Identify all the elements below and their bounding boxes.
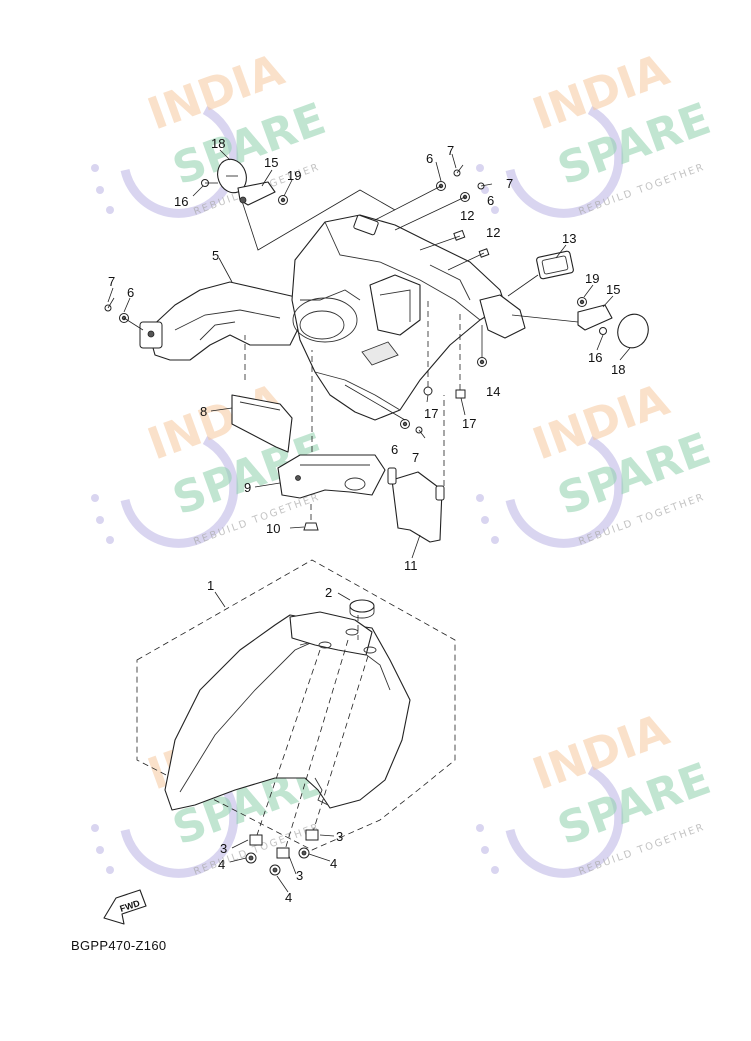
callout-15-left: 15 (264, 155, 278, 170)
callout-7-top-b: 7 (506, 176, 513, 191)
callout-3-a: 3 (220, 841, 227, 856)
part-1-fender-mount (289, 611, 373, 656)
callout-3-c: 3 (296, 868, 303, 883)
callout-1: 1 (207, 578, 214, 593)
part-14-nut[interactable] (477, 357, 487, 367)
watermark-group-6: INDIA SPARE REBUILD TOGETHER (476, 704, 717, 878)
callout-14: 14 (486, 384, 500, 399)
callout-5: 5 (212, 248, 219, 263)
callout-7-lower: 7 (412, 450, 419, 465)
callout-7-top-a: 7 (447, 143, 454, 158)
part-6-nut-lower[interactable] (400, 419, 410, 429)
callout-6-top-a: 6 (426, 151, 433, 166)
callout-6-top-b: 6 (487, 193, 494, 208)
part-5-rear-extension (479, 294, 526, 339)
watermark-group-4: INDIA SPARE REBUILD TOGETHER (476, 374, 717, 548)
part-3-collar-b[interactable] (305, 829, 319, 841)
callout-18-right: 18 (611, 362, 625, 377)
part-17-clip-b[interactable] (455, 389, 466, 399)
fwd-direction-arrow: FWD (103, 889, 147, 925)
part-7-bolt-lower[interactable] (415, 426, 426, 439)
callout-17-a: 17 (424, 406, 438, 421)
callout-2: 2 (325, 585, 332, 600)
callout-13: 13 (562, 231, 576, 246)
part-2-rubber-pad[interactable] (349, 599, 375, 619)
callout-9: 9 (244, 480, 251, 495)
part-11-mud-flap[interactable] (391, 471, 443, 543)
part-13-reflector-plate[interactable] (536, 250, 574, 280)
part-10-clip[interactable] (303, 522, 319, 531)
part-7-bolt-top-a[interactable] (453, 164, 464, 177)
wrench-icon (120, 106, 239, 218)
callout-12-a: 12 (460, 208, 474, 223)
callout-6-left: 6 (127, 285, 134, 300)
wrench-icon (505, 436, 624, 548)
part-7-bolt-top-b[interactable] (477, 182, 493, 190)
callout-19-left: 19 (287, 168, 301, 183)
part-3-collar-c[interactable] (276, 847, 290, 859)
watermark-group-2: INDIA SPARE REBUILD TOGETHER (476, 44, 717, 218)
callout-6-lower: 6 (391, 442, 398, 457)
callout-16-right: 16 (588, 350, 602, 365)
callout-4-c: 4 (285, 890, 292, 905)
part-15-reflector-bracket-right[interactable] (577, 304, 613, 331)
callout-4-b: 4 (330, 856, 337, 871)
wrench-icon (120, 436, 239, 548)
part-4-bolt-c[interactable] (269, 864, 281, 876)
part-19-nut-right[interactable] (577, 297, 587, 307)
callout-19-right: 19 (585, 271, 599, 286)
part-19-nut-left[interactable] (278, 195, 288, 205)
part-5-inner-fender[interactable] (147, 281, 306, 361)
callout-15-right: 15 (606, 282, 620, 297)
callout-8: 8 (200, 404, 207, 419)
wrench-icon (505, 766, 624, 878)
part-5-inner-pocket (369, 274, 421, 336)
callout-18-left: 18 (211, 136, 225, 151)
part-1-front-fender[interactable] (164, 614, 411, 811)
part-15-reflector-bracket-left[interactable] (237, 181, 276, 206)
part-17-clip-a[interactable] (423, 386, 433, 396)
part-4-bolt-b[interactable] (298, 847, 310, 859)
callout-11: 11 (404, 558, 418, 573)
watermark-group-1: INDIA SPARE REBUILD TOGETHER (91, 44, 332, 218)
part-18-reflector-right[interactable] (613, 310, 653, 352)
callout-12-b: 12 (486, 225, 500, 240)
callout-3-b: 3 (336, 829, 343, 844)
part-3-collar-a[interactable] (249, 834, 263, 846)
wrench-icon (505, 106, 624, 218)
part-1-assembly-boundary (136, 559, 456, 851)
callout-7-left: 7 (108, 274, 115, 289)
part-4-bolt-a[interactable] (245, 852, 257, 864)
part-7-bolt-left[interactable] (104, 297, 115, 312)
callout-10: 10 (266, 521, 280, 536)
diagram-code: BGPP470-Z160 (71, 938, 167, 953)
part-16-screw-right[interactable] (599, 327, 607, 335)
callout-16-left: 16 (174, 194, 188, 209)
part-12-clip-a[interactable] (453, 229, 466, 241)
part-9-lower-cover[interactable] (277, 454, 386, 499)
part-16-screw-left[interactable] (201, 179, 219, 187)
callout-4-a: 4 (218, 857, 225, 872)
callout-17-b: 17 (462, 416, 476, 431)
